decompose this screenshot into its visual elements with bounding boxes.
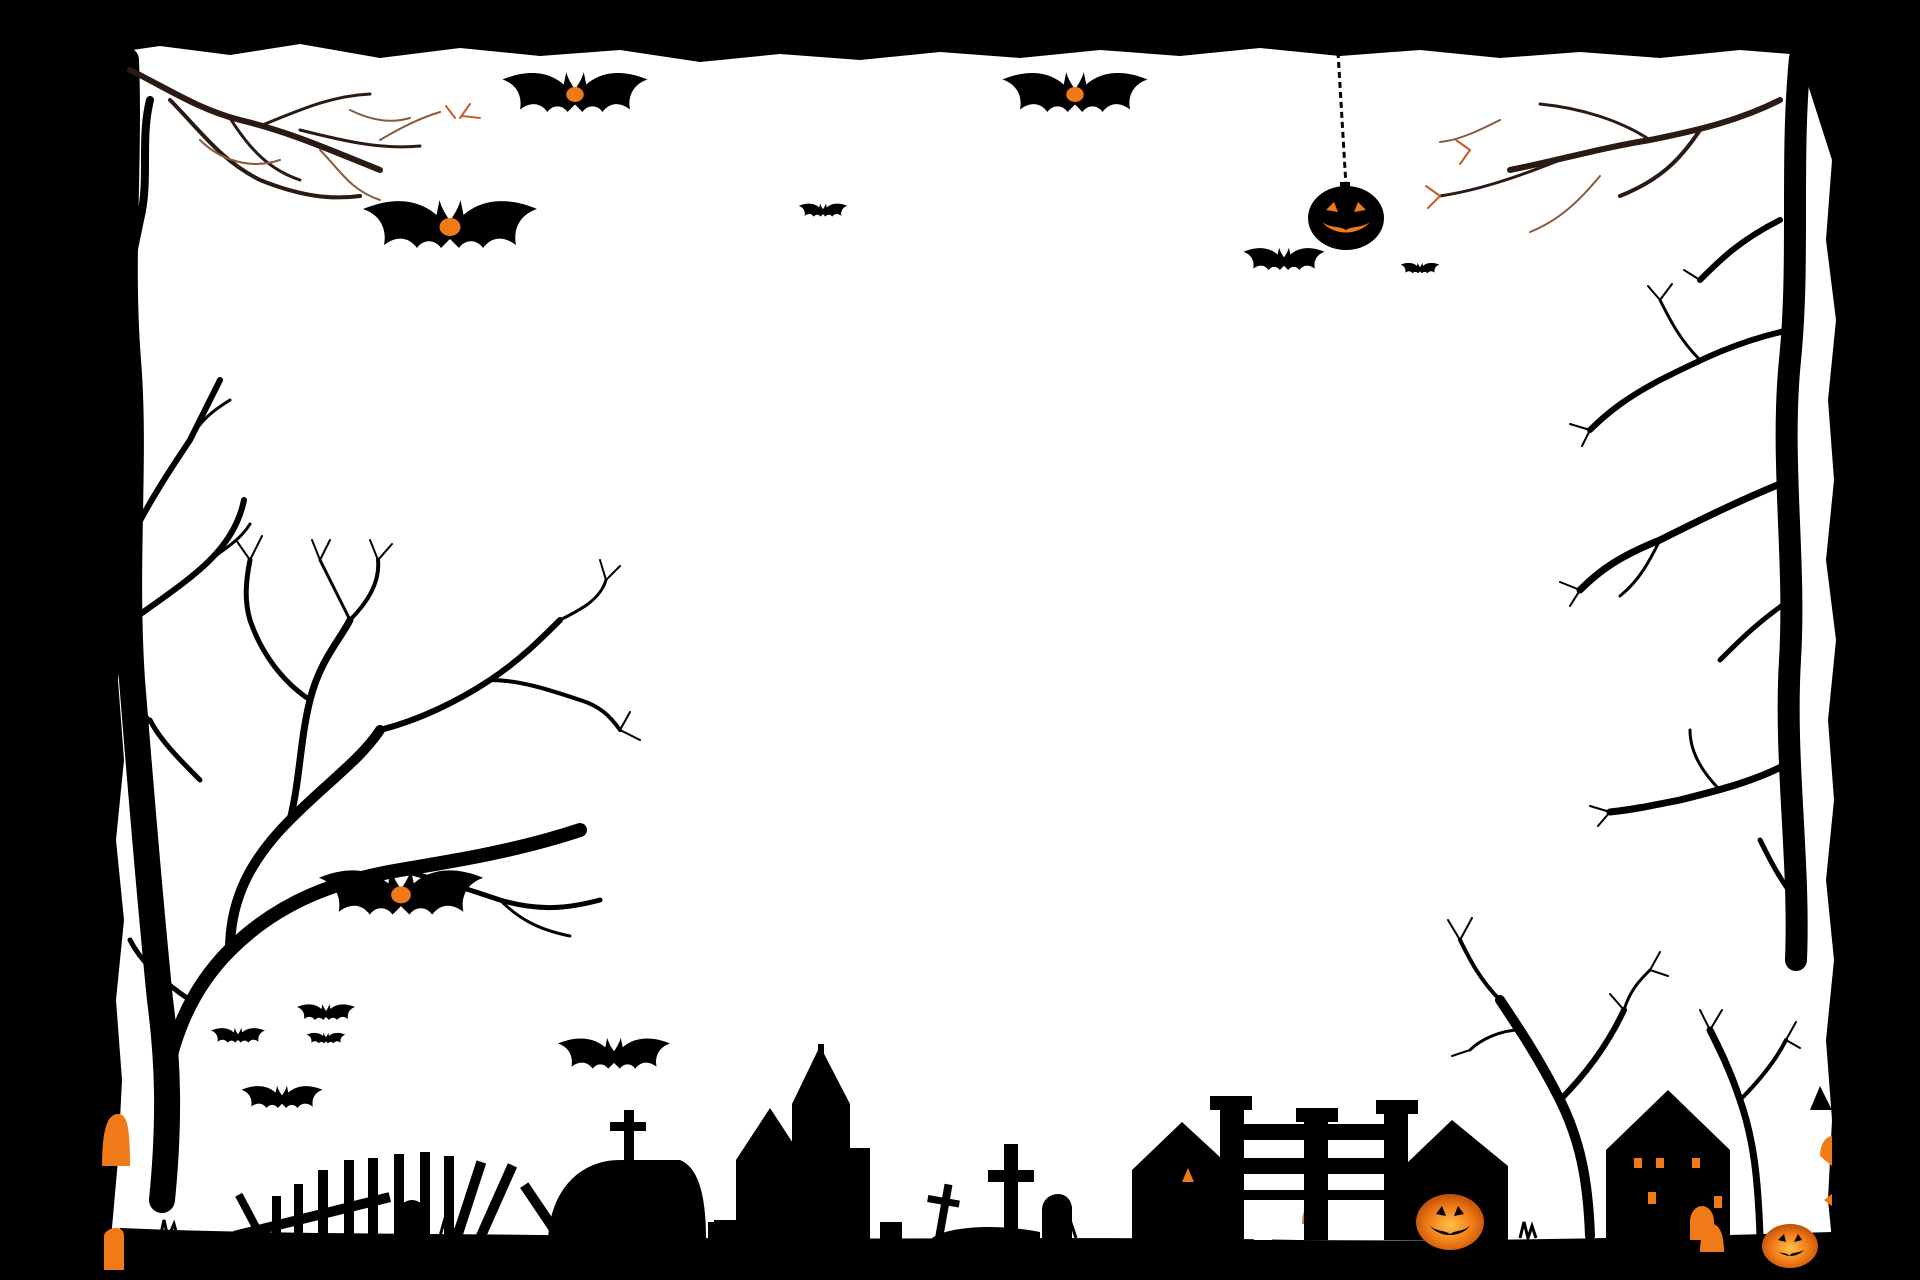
haunted-church [714, 1044, 870, 1240]
hanging-jack-o-lantern [1308, 51, 1384, 250]
bare-tree-right [1425, 47, 1811, 971]
bare-tree-bottom-right [1447, 917, 1801, 1241]
haunted-house-right [1406, 1086, 1832, 1240]
crosses [610, 1110, 1072, 1239]
wooden-gate [1210, 1096, 1418, 1240]
white-torn-panel [110, 44, 1836, 1258]
carved-pumpkins [102, 1114, 1832, 1270]
bare-tree-left [111, 47, 641, 1213]
broken-picket-fence [233, 1152, 562, 1241]
